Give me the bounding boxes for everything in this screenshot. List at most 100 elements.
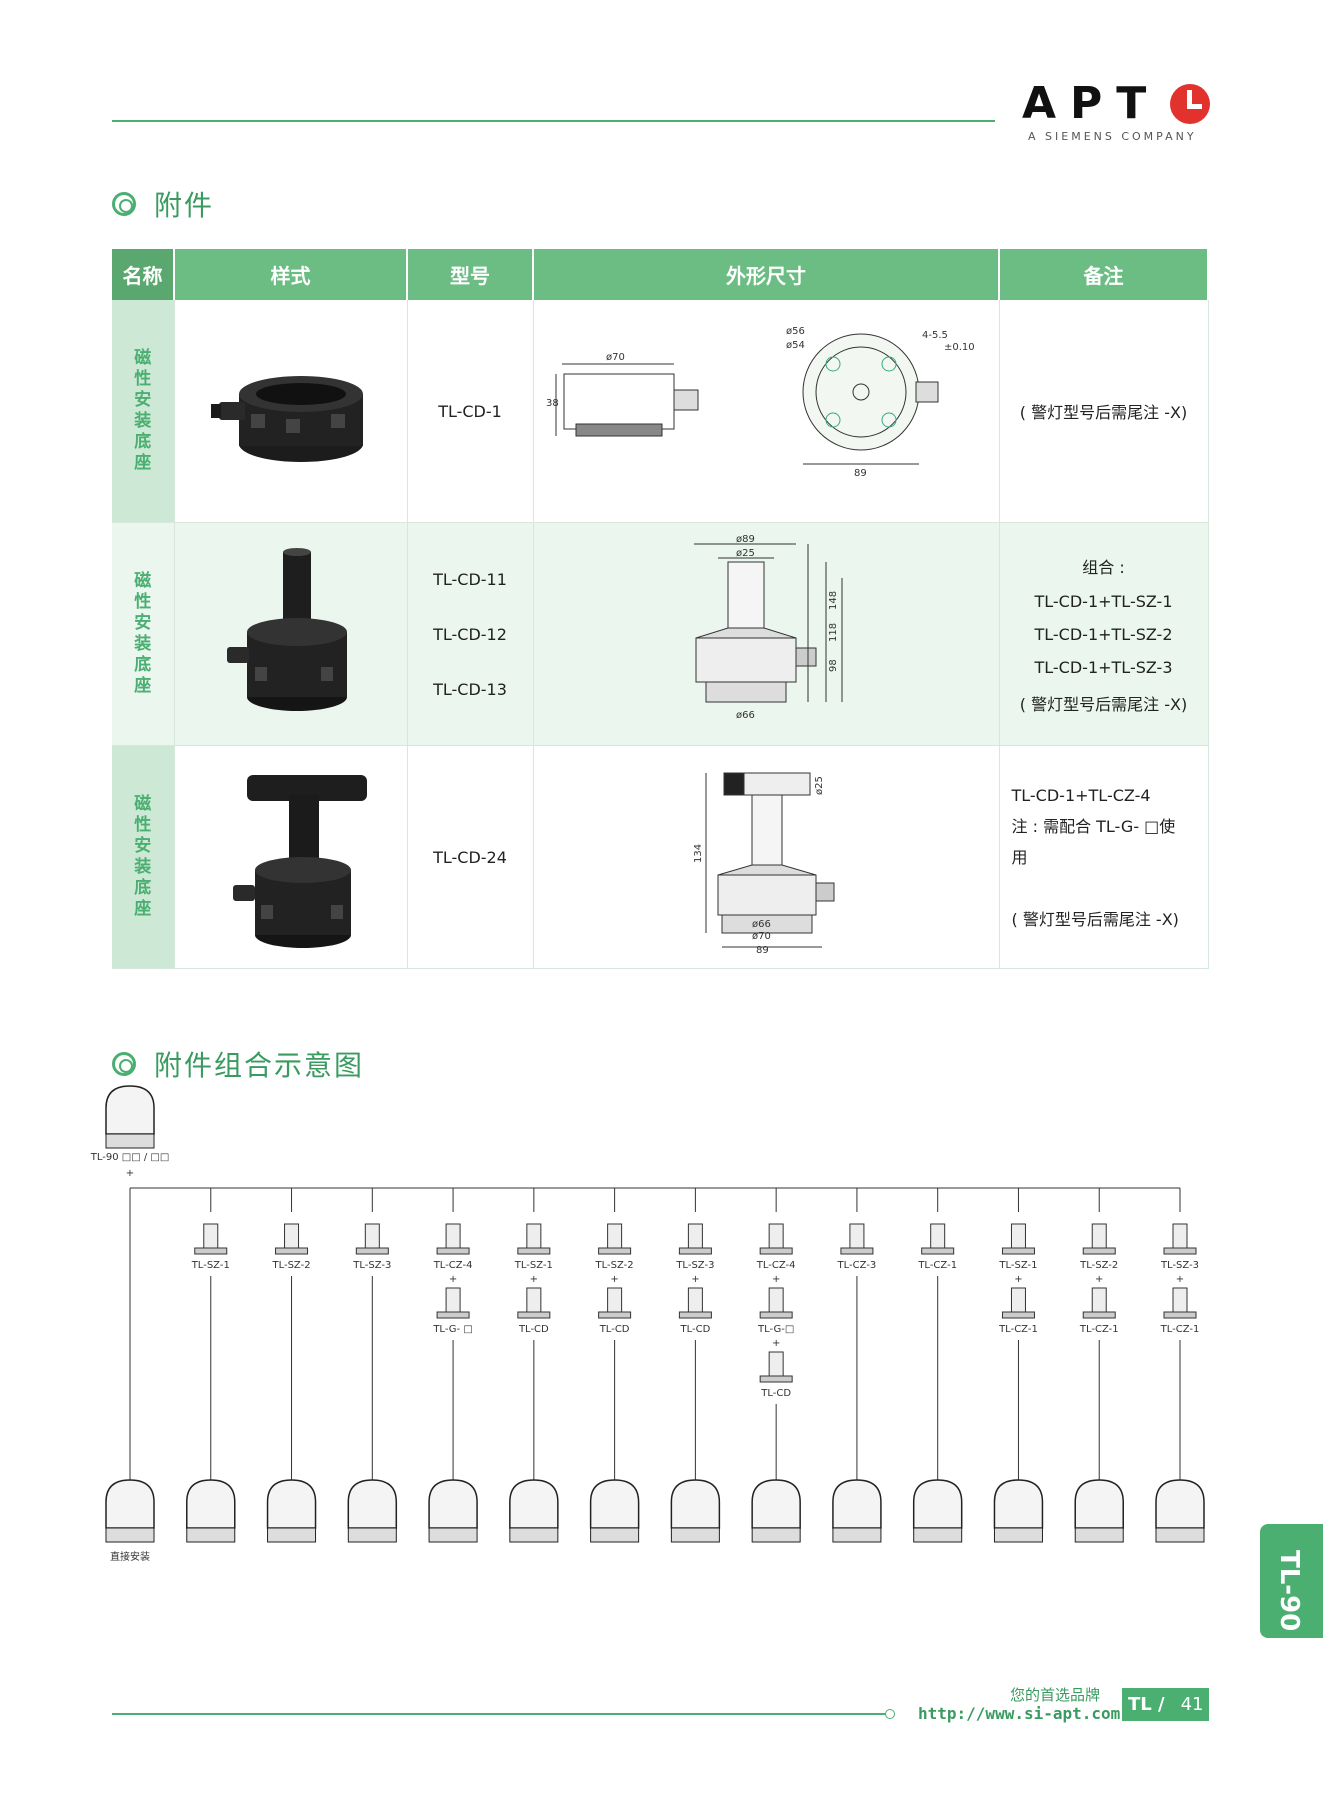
plus-sign: + [126, 1168, 134, 1179]
note-text: 组合 : [1082, 557, 1125, 577]
part-label: TL-SZ-1 [191, 1260, 230, 1271]
part-label: TL-SZ-2 [1079, 1260, 1118, 1271]
note-text: 用 [1011, 847, 1028, 867]
magnetic-base-photo [210, 376, 363, 462]
mount-part-icon [1091, 1287, 1107, 1313]
table-row: 磁性安装底座 TL-CD-11 TL-CD-12 TL-CD-13 [112, 522, 1209, 746]
mount-flange-icon [598, 1311, 632, 1319]
logo-text: APT [1022, 78, 1161, 129]
part-label: TL-SZ-2 [595, 1260, 634, 1271]
dim-label: 134 [693, 844, 704, 863]
apt-logo: APT A SIEMENS COMPANY [1022, 78, 1212, 148]
plus-sign: + [1176, 1274, 1184, 1285]
dim-label: 98 [828, 659, 839, 672]
mount-part-icon [1091, 1223, 1107, 1249]
dim-label: 89 [756, 945, 769, 956]
footer-slogan: 您的首选品牌 [1010, 1686, 1101, 1704]
section-bullet-icon [112, 1052, 136, 1076]
page-number-box: TL / 41 [1122, 1688, 1209, 1721]
mount-part-icon [1010, 1287, 1026, 1313]
dim-label: 4-5.5 [922, 330, 948, 341]
section-title: 附件 [154, 189, 215, 222]
part-label: TL-SZ-2 [271, 1260, 310, 1271]
dimension-drawing-cell: ø89 ø25 ø66 98 118 148 [533, 522, 1000, 746]
model-text: TL-CD-1 [438, 401, 502, 421]
beacon-lamp-icon [912, 1479, 963, 1529]
mount-part-icon [284, 1223, 300, 1249]
mount-part-icon [1172, 1287, 1188, 1313]
part-label: TL-CD [518, 1324, 549, 1335]
notes-cell: 组合 : TL-CD-1+TL-SZ-1 TL-CD-1+TL-SZ-2 TL-… [999, 522, 1209, 746]
top-lamp-label: TL-90 □□ / □□ [90, 1152, 170, 1163]
part-label: TL-CD [599, 1324, 630, 1335]
part-label: TL-CZ-3 [837, 1260, 877, 1271]
mount-part-icon [687, 1223, 703, 1249]
mount-flange-icon [678, 1247, 712, 1255]
mount-part-icon [849, 1223, 865, 1249]
notes-cell: TL-CD-1+TL-CZ-4 注 : 需配合 TL-G- □使 用 ( 警灯型… [999, 745, 1209, 969]
beacon-lamp-icon [266, 1479, 317, 1529]
mount-flange-icon [436, 1247, 470, 1255]
accessories-table: 名称 样式 型号 外形尺寸 备注 磁性安装底座 TL-CD-1 [112, 249, 1209, 969]
lamp-base-icon [186, 1527, 236, 1543]
note-text: TL-CD-1+TL-SZ-2 [1034, 624, 1173, 644]
dim-label: 89 [854, 468, 867, 479]
header-style: 样式 [174, 249, 408, 300]
lamp-base-icon [105, 1133, 155, 1149]
mount-flange-icon [921, 1247, 955, 1255]
part-label: TL-CZ-1 [917, 1260, 957, 1271]
dim-label: ø54 [786, 340, 805, 351]
mount-flange-icon [678, 1311, 712, 1319]
part-label: TL-G- □ [432, 1324, 472, 1335]
mount-part-icon [203, 1223, 219, 1249]
row-name-cell: 磁性安装底座 [112, 300, 175, 523]
model-text: TL-CD-13 [433, 679, 507, 699]
lamp-base-icon [428, 1527, 478, 1543]
dimension-drawing-cd11: ø89 ø25 ø66 98 118 148 [694, 534, 843, 721]
mount-flange-icon [840, 1247, 874, 1255]
table-row: 磁性安装底座 TL-CD-1 [112, 300, 1209, 523]
beacon-lamp-icon [186, 1479, 236, 1529]
mount-flange-icon [1163, 1247, 1197, 1255]
lamp-base-icon [267, 1527, 317, 1543]
footer-url[interactable]: http://www.si-apt.com [918, 1704, 1121, 1723]
mount-flange-icon [1163, 1311, 1197, 1319]
beacon-lamp-icon [751, 1479, 801, 1529]
part-label: TL-SZ-3 [1160, 1260, 1199, 1271]
mount-flange-icon [194, 1247, 228, 1255]
lamp-base-icon [993, 1527, 1043, 1543]
note-text: TL-CD-1+TL-SZ-1 [1034, 591, 1173, 611]
note-text: ( 警灯型号后需尾注 -X) [1019, 403, 1188, 422]
page-code: TL / [1128, 1694, 1165, 1715]
mount-part-icon [687, 1287, 703, 1313]
footer-rule [112, 1713, 887, 1715]
section-title: 附件组合示意图 [154, 1049, 365, 1082]
dim-label: ø66 [752, 919, 771, 930]
part-label: TL-CZ-1 [1079, 1324, 1119, 1335]
dim-label: ø25 [736, 548, 755, 559]
direct-mount-label: 直接安装 [110, 1550, 150, 1563]
section-accessories-heading: 附件 [112, 184, 214, 224]
mount-flange-icon [759, 1375, 793, 1383]
magnetic-base-pole-photo [226, 548, 347, 711]
note-text: ( 警灯型号后需尾注 -X) [1011, 909, 1179, 929]
mount-part-icon [1010, 1223, 1026, 1249]
beacon-lamp-icon [670, 1479, 721, 1529]
dim-label: ø70 [752, 931, 771, 942]
row-name-cell: 磁性安装底座 [112, 745, 175, 969]
plus-sign: + [691, 1274, 699, 1285]
dimension-drawing-cell: ø70 38 ø56 ø54 4-5.5 ±0.10 89 [533, 300, 1000, 523]
dim-label: 118 [828, 623, 839, 642]
mount-flange-icon [517, 1311, 551, 1319]
mount-part-icon [364, 1223, 380, 1249]
dim-label: 148 [828, 591, 839, 610]
row-name-cell: 磁性安装底座 [112, 522, 175, 746]
plus-sign: + [449, 1274, 457, 1285]
header-model: 型号 [407, 249, 534, 300]
plus-sign: + [610, 1274, 618, 1285]
magnetic-base-tbar-photo [232, 775, 367, 948]
plus-sign: + [530, 1274, 538, 1285]
beacon-lamp-icon [993, 1479, 1044, 1529]
note-text: TL-CD-1+TL-SZ-3 [1034, 657, 1173, 677]
lamp-base-icon [590, 1527, 640, 1543]
